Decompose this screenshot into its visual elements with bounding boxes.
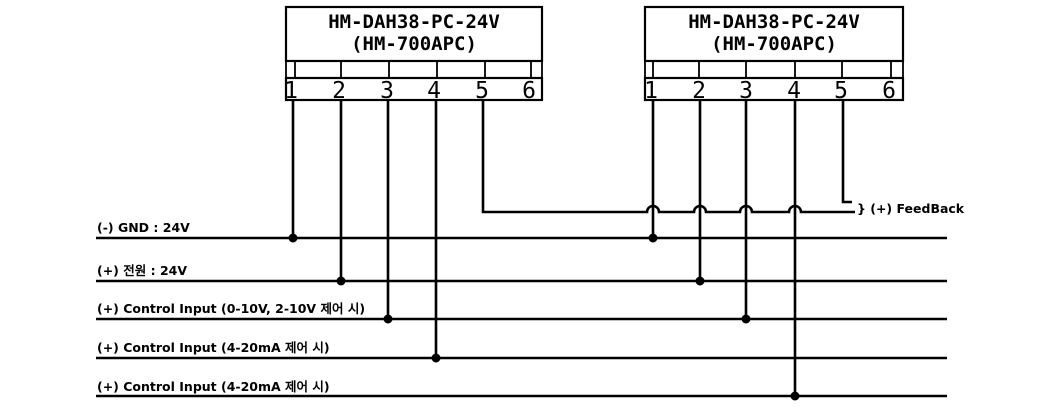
device-2-model: HM-DAH38-PC-24V: [688, 11, 860, 33]
device-1-pin-2: 2: [332, 78, 346, 104]
line-label-control-voltage: (+) Control Input (0-10V, 2-10V 제어 시): [97, 301, 365, 316]
device-1-model: HM-DAH38-PC-24V: [328, 11, 500, 33]
junction-dot: [431, 353, 441, 363]
junction-dot: [695, 276, 705, 286]
device-2-pin-1: 1: [644, 78, 658, 104]
bus-lines: [96, 236, 947, 398]
junction-dots: [288, 233, 800, 401]
device-2-pin-5-wire: [841, 100, 852, 204]
junction-dot: [288, 233, 298, 243]
device-1: HM-DAH38-PC-24V (HM-700APC) 1 2 3 4 5 6: [284, 5, 544, 104]
device-2-pin-6: 6: [882, 78, 896, 104]
device-2-alias: (HM-700APC): [711, 33, 837, 55]
device-2-box: [643, 5, 905, 63]
device-2-wires: [651, 100, 852, 396]
device-2-terminal-strip: [643, 76, 905, 102]
junction-dot: [741, 314, 751, 324]
line-label-gnd: (-) GND : 24V: [97, 220, 190, 235]
junction-dot: [648, 233, 658, 243]
device-2-pin-2: 2: [692, 78, 706, 104]
device-1-pin-3: 3: [380, 78, 394, 104]
device-1-pin-5: 5: [475, 78, 489, 104]
device-2-pin-5: 5: [834, 78, 848, 104]
device-2-pin-3: 3: [739, 78, 753, 104]
junction-dot: [383, 314, 393, 324]
device-1-alias: (HM-700APC): [351, 33, 477, 55]
junction-dot: [336, 276, 346, 286]
device-1-pin-1: 1: [284, 78, 298, 104]
line-label-control-current-1: (+) Control Input (4-20mA 제어 시): [97, 340, 330, 355]
device-1-pin-4: 4: [427, 78, 441, 104]
junction-dot: [790, 391, 800, 401]
feedback-label: } (+) FeedBack: [857, 201, 965, 216]
device-1-terminal-strip: [284, 76, 544, 102]
line-label-power: (+) 전원 : 24V: [97, 263, 187, 278]
device-1-box: [284, 5, 544, 63]
device-1-wires: [291, 100, 855, 358]
line-label-control-current-2: (+) Control Input (4-20mA 제어 시): [97, 379, 330, 394]
feedback-wire: [481, 100, 855, 214]
device-2-pin-4: 4: [787, 78, 801, 104]
device-1-pin-6: 6: [522, 78, 536, 104]
device-2: HM-DAH38-PC-24V (HM-700APC) 1 2 3 4 5 6: [643, 5, 905, 104]
